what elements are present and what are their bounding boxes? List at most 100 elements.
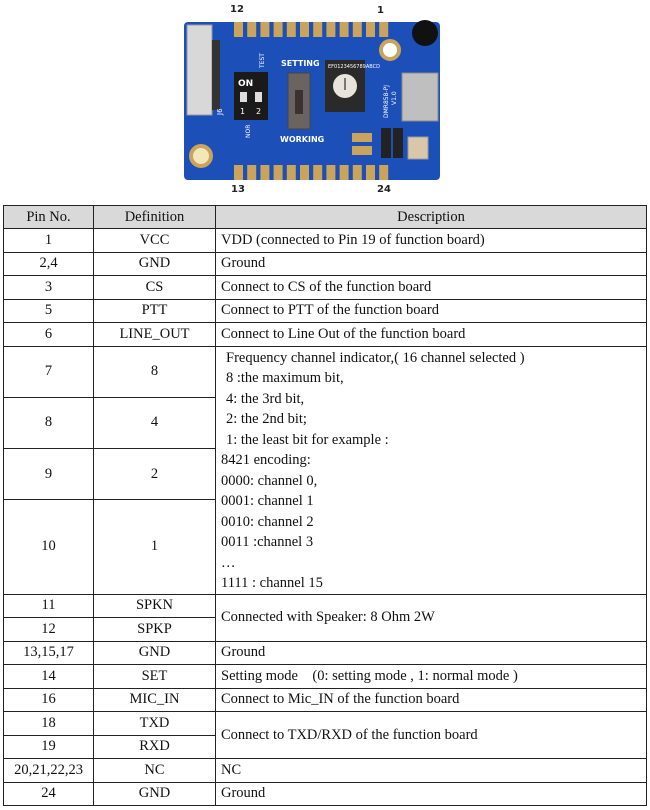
header-pad (339, 165, 349, 180)
pin-label-24: 24 (377, 184, 391, 195)
header-pad (260, 22, 270, 37)
pin-cell: 20,21,22,23 (3, 758, 94, 783)
description-line: 1: the least bit for example : (226, 431, 389, 448)
description-line: 4: the 3rd bit, (226, 390, 305, 407)
header-pad (313, 22, 323, 37)
definition-cell: SPKN (93, 593, 216, 618)
definition-cell: GND (93, 251, 216, 276)
definition-cell: CS (93, 275, 216, 300)
definition-cell: SET (93, 664, 216, 689)
pcb-module-image: 12 1 13 24 ON 1 2 TEST NOR J6 SETTING WO… (184, 4, 440, 195)
description-line: 8421 encoding: (221, 452, 311, 468)
header-pad (300, 165, 309, 180)
definition-cell: 2 (93, 447, 216, 501)
pin-cell: 11 (3, 593, 94, 618)
header-pad (286, 165, 296, 180)
definition-cell: VCC (93, 228, 216, 253)
channel-description-cell: Frequency channel indicator,( 16 channel… (215, 345, 647, 595)
microphone (412, 20, 438, 46)
silk-rotary: EF0123456789ABCD (328, 64, 380, 70)
pin-cell: 19 (3, 734, 94, 759)
header-pad (273, 22, 283, 37)
definition-cell: GND (93, 781, 216, 806)
header-pad (286, 22, 296, 37)
description-line: 8 :the maximum bit, (226, 370, 344, 386)
definition-cell: GND (93, 640, 216, 665)
pin-label-1: 1 (377, 5, 384, 16)
header-pads (234, 22, 389, 180)
pin-cell: 1 (3, 228, 94, 253)
pin-cell: 2,4 (3, 251, 94, 276)
silk-model: DMR858-PJ (383, 85, 390, 118)
silk-test: TEST (259, 53, 266, 69)
description-line: 2: the 2nd bit; (226, 411, 307, 427)
definition-cell: LINE_OUT (93, 322, 216, 347)
pin-cell: 3 (3, 275, 94, 300)
silk-on: ON (238, 79, 253, 89)
description-cell: Ground (215, 251, 647, 276)
definition-cell: 1 (93, 499, 216, 595)
silk-version: V1.0 (391, 91, 398, 105)
usb-connector (401, 72, 439, 122)
header-description: Description (215, 205, 647, 229)
header-pad (379, 165, 389, 180)
header-pin-no: Pin No. (3, 205, 94, 229)
uart-description-cell: Connect to TXD/RXD of the function board (215, 711, 647, 759)
header-pad (352, 165, 362, 180)
mount-hole (379, 39, 401, 61)
header-pad (247, 22, 257, 37)
pin-cell: 7 (3, 345, 94, 398)
description-line: 0010: channel 2 (221, 513, 314, 530)
pin-cell: 16 (3, 687, 94, 712)
speaker-description-cell: Connected with Speaker: 8 Ohm 2W (215, 593, 647, 642)
header-pad (260, 165, 270, 180)
header-pad (352, 22, 362, 37)
description-cell: Connect to Mic_IN of the function board (215, 687, 647, 712)
definition-cell: 8 (93, 345, 216, 398)
pin-cell: 9 (3, 447, 94, 501)
header-pad (234, 22, 243, 37)
silk-nor: NOR (245, 125, 252, 138)
pin-cell: 12 (3, 617, 94, 642)
pin-cell: 18 (3, 711, 94, 736)
dip-switch (234, 72, 268, 120)
definition-cell: 4 (93, 396, 216, 449)
pin-cell: 6 (3, 322, 94, 347)
description-cell: NC (215, 758, 647, 783)
header-pad (247, 165, 257, 180)
header-pad (273, 165, 283, 180)
silk-1: 1 (240, 107, 245, 116)
pin-cell: 14 (3, 664, 94, 689)
header-pad (339, 22, 349, 37)
header-pad (234, 165, 243, 180)
description-cell: Setting mode (0: setting mode , 1: norma… (215, 664, 647, 689)
pin-label-13: 13 (231, 184, 245, 195)
description-line: 0000: channel 0, (221, 472, 318, 489)
header-pad (366, 22, 375, 37)
table-header: Pin No. Definition Description (3, 205, 647, 229)
header-pad (379, 22, 389, 37)
description-cell: Connect to PTT of the function board (215, 298, 647, 323)
description-line: Frequency channel indicator,( 16 channel… (226, 349, 525, 366)
definition-cell: NC (93, 758, 216, 783)
fpc-connector (186, 24, 213, 116)
silk-j6: J6 (216, 108, 224, 116)
description-line: 0001: channel 1 (221, 493, 314, 509)
definition-cell: RXD (93, 734, 216, 759)
